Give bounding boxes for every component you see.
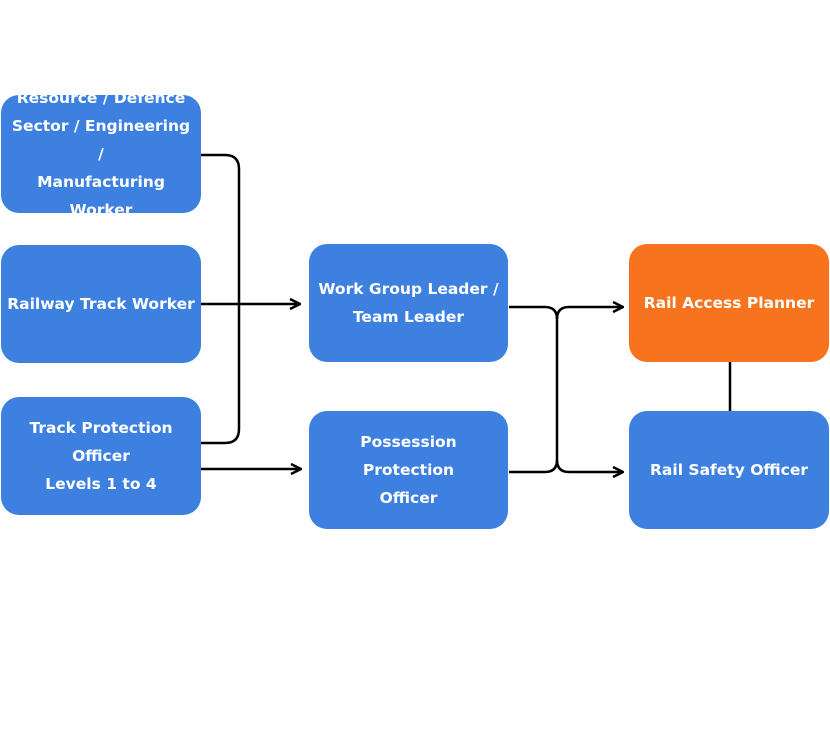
node-rail-safety-officer: Rail Safety Officer (629, 411, 829, 529)
node-label: Work Group Leader / Team Leader (318, 280, 499, 326)
node-rail-access-planner: Rail Access Planner (629, 244, 829, 362)
node-label: Possession Protection Officer (360, 433, 457, 507)
node-track-protection-officer: Track Protection Officer Levels 1 to 4 (1, 397, 201, 515)
node-work-group-leader: Work Group Leader / Team Leader (309, 244, 508, 362)
node-railway-track-worker: Railway Track Worker (1, 245, 201, 363)
node-label: Track Protection Officer Levels 1 to 4 (29, 419, 173, 493)
edge-bus-to-rap (555, 307, 623, 320)
edge-bus-to-rso (555, 459, 623, 472)
node-possession-protection-officer: Possession Protection Officer (309, 411, 508, 529)
node-label: Railway Track Worker (7, 295, 195, 313)
edge-wgl-bus (509, 305, 559, 474)
edge-tpo-to-wgl (201, 303, 241, 445)
node-label: Rail Safety Officer (649, 461, 808, 479)
node-label: Rail Access Planner (643, 294, 815, 312)
edge-resource-to-wgl (201, 153, 241, 303)
node-resource-defence-engineering-worker: Resource / Defence Sector / Engineering … (1, 89, 201, 219)
node-label: Resource / Defence Sector / Engineering … (11, 89, 191, 219)
